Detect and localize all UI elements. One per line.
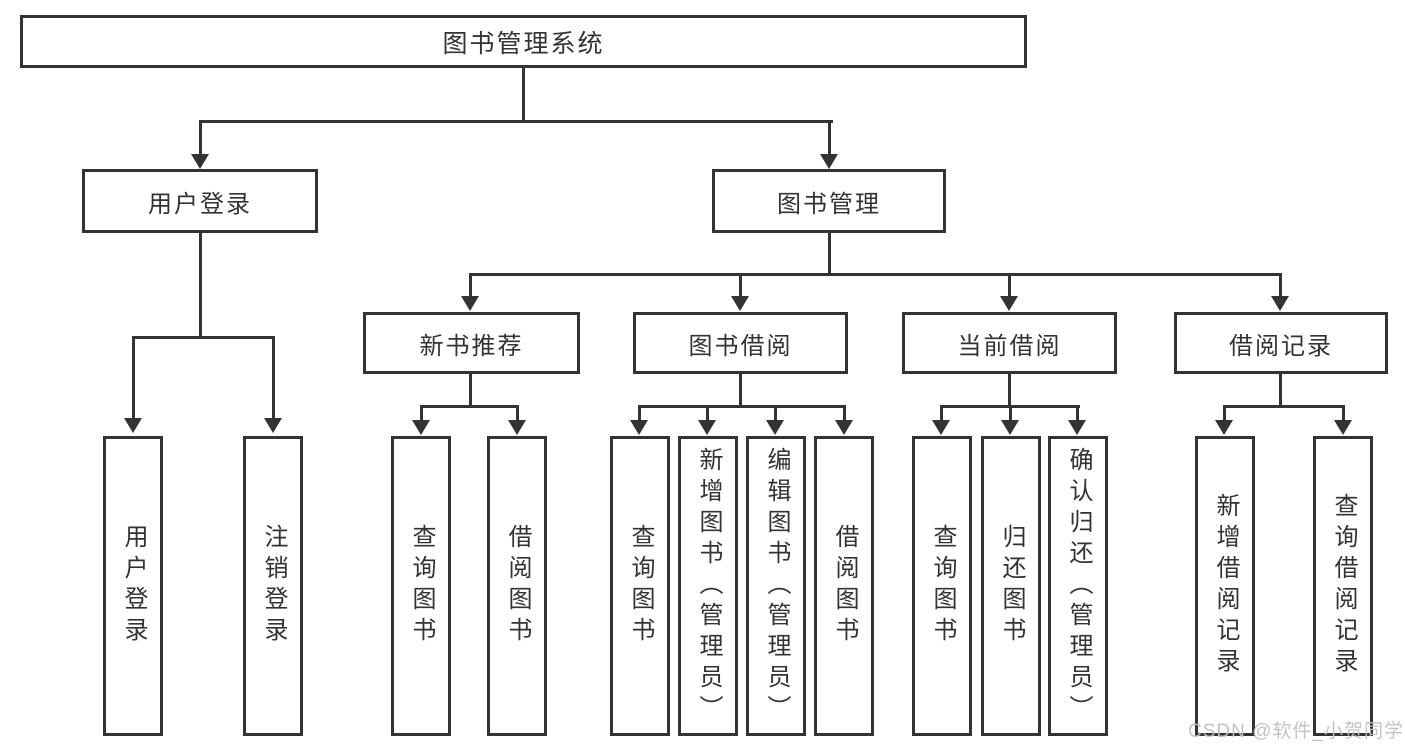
connector-leaf-branch bbox=[420, 405, 519, 408]
arrowhead-down-icon bbox=[508, 420, 526, 435]
arrowhead-down-icon bbox=[820, 154, 838, 169]
node-book-borrowing: 图书借阅 bbox=[633, 312, 848, 374]
node-book-borrowing-label: 图书借阅 bbox=[688, 332, 793, 360]
connector-arrow-stem bbox=[774, 405, 777, 422]
leaf-return-book: 归还图书 bbox=[981, 436, 1041, 736]
node-new-book-recommend-label: 新书推荐 bbox=[419, 332, 524, 360]
leaf-borrow-books-1: 借阅图书 bbox=[487, 436, 547, 736]
connector-user-login-stem bbox=[199, 233, 202, 337]
leaf-query-books-2-label: 查询图书 bbox=[627, 524, 654, 648]
leaf-logout: 注销登录 bbox=[243, 436, 303, 736]
leaf-add-borrow-record-label: 新增借阅记录 bbox=[1212, 493, 1239, 679]
arrowhead-down-icon bbox=[124, 418, 142, 433]
leaf-edit-book-admin-label: 编辑图书（管理员） bbox=[763, 446, 790, 726]
arrowhead-down-icon bbox=[731, 296, 749, 311]
connector-l3-stem bbox=[1008, 374, 1011, 407]
leaf-query-borrow-record-label: 查询借阅记录 bbox=[1330, 493, 1357, 679]
connector-l3-stem bbox=[1279, 374, 1282, 407]
leaf-add-borrow-record: 新增借阅记录 bbox=[1195, 436, 1255, 736]
connector-l3-stem bbox=[469, 374, 472, 407]
leaf-user-login: 用户登录 bbox=[103, 436, 163, 736]
connector-arrow-stem bbox=[706, 405, 709, 422]
connector-l3-stem bbox=[739, 374, 742, 407]
arrowhead-down-icon bbox=[1334, 420, 1352, 435]
arrowhead-down-icon bbox=[1068, 420, 1086, 435]
leaf-query-books-3: 查询图书 bbox=[912, 436, 972, 736]
node-root-label: 图书管理系统 bbox=[442, 29, 605, 58]
connector-arrow-stem bbox=[272, 336, 275, 420]
node-borrow-records-label: 借阅记录 bbox=[1229, 332, 1333, 360]
leaf-confirm-return-admin: 确认归还（管理员） bbox=[1048, 436, 1108, 736]
leaf-query-books-2: 查询图书 bbox=[610, 436, 670, 736]
csdn-watermark: CSDN @软件_小贺同学 bbox=[1188, 721, 1404, 742]
leaf-query-books-1-label: 查询图书 bbox=[408, 524, 435, 648]
node-book-management: 图书管理 bbox=[712, 169, 946, 233]
arrowhead-down-icon bbox=[191, 154, 209, 169]
connector-arrow-stem bbox=[516, 405, 519, 422]
arrowhead-down-icon bbox=[461, 296, 479, 311]
connector-book-mgmt-branch bbox=[469, 273, 1282, 276]
connector-root-stem bbox=[522, 68, 525, 121]
connector-book-mgmt-stem bbox=[828, 233, 831, 275]
connector-arrow-stem bbox=[1223, 405, 1226, 422]
node-new-book-recommend: 新书推荐 bbox=[363, 312, 580, 374]
arrowhead-down-icon bbox=[1215, 420, 1233, 435]
leaf-add-book-admin-label: 新增图书（管理员） bbox=[695, 446, 722, 726]
connector-arrow-stem bbox=[1009, 405, 1012, 422]
leaf-return-book-label: 归还图书 bbox=[998, 524, 1025, 648]
arrowhead-down-icon bbox=[412, 420, 430, 435]
node-root: 图书管理系统 bbox=[20, 15, 1027, 68]
connector-leaf-branch bbox=[638, 405, 846, 408]
node-current-borrowing-label: 当前借阅 bbox=[957, 332, 1062, 360]
arrowhead-down-icon bbox=[766, 420, 784, 435]
connector-arrow-stem bbox=[828, 120, 831, 156]
leaf-query-borrow-record: 查询借阅记录 bbox=[1313, 436, 1373, 736]
arrowhead-down-icon bbox=[1001, 420, 1019, 435]
connector-user-login-branch bbox=[132, 336, 275, 339]
arrowhead-down-icon bbox=[1271, 296, 1289, 311]
connector-arrow-stem bbox=[940, 405, 943, 422]
connector-arrow-stem bbox=[469, 273, 472, 298]
leaf-borrow-books-2: 借阅图书 bbox=[814, 436, 874, 736]
leaf-query-books-3-label: 查询图书 bbox=[929, 524, 956, 648]
connector-arrow-stem bbox=[1076, 405, 1079, 422]
connector-leaf-branch bbox=[1223, 405, 1345, 408]
leaf-add-book-admin: 新增图书（管理员） bbox=[678, 436, 738, 736]
connector-arrow-stem bbox=[739, 273, 742, 298]
connector-arrow-stem bbox=[420, 405, 423, 422]
arrowhead-down-icon bbox=[264, 418, 282, 433]
connector-arrow-stem bbox=[1008, 273, 1011, 298]
connector-arrow-stem bbox=[638, 405, 641, 422]
arrowhead-down-icon bbox=[835, 420, 853, 435]
arrowhead-down-icon bbox=[932, 420, 950, 435]
arrowhead-down-icon bbox=[1000, 296, 1018, 311]
leaf-query-books-1: 查询图书 bbox=[391, 436, 451, 736]
arrowhead-down-icon bbox=[698, 420, 716, 435]
arrowhead-down-icon bbox=[630, 420, 648, 435]
connector-arrow-stem bbox=[843, 405, 846, 422]
leaf-borrow-books-2-label: 借阅图书 bbox=[831, 524, 858, 648]
leaf-borrow-books-1-label: 借阅图书 bbox=[504, 524, 531, 648]
node-user-login: 用户登录 bbox=[82, 169, 318, 233]
connector-arrow-stem bbox=[199, 120, 202, 156]
node-book-management-label: 图书管理 bbox=[777, 190, 881, 218]
connector-top-branch bbox=[199, 120, 833, 123]
leaf-user-login-label: 用户登录 bbox=[120, 524, 147, 648]
leaf-confirm-return-admin-label: 确认归还（管理员） bbox=[1065, 446, 1092, 726]
connector-arrow-stem bbox=[1342, 405, 1345, 422]
connector-arrow-stem bbox=[1279, 273, 1282, 298]
leaf-logout-label: 注销登录 bbox=[260, 524, 287, 648]
node-borrow-records: 借阅记录 bbox=[1174, 312, 1388, 374]
connector-arrow-stem bbox=[132, 336, 135, 420]
node-user-login-label: 用户登录 bbox=[148, 190, 252, 218]
node-current-borrowing: 当前借阅 bbox=[902, 312, 1117, 374]
leaf-edit-book-admin: 编辑图书（管理员） bbox=[746, 436, 806, 736]
